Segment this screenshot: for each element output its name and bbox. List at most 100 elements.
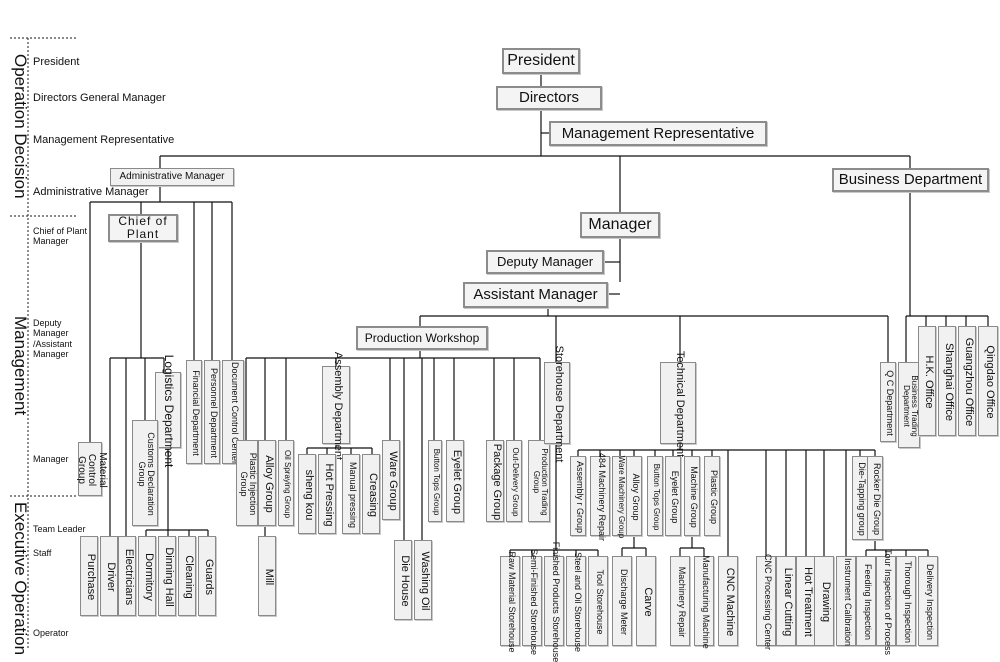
semi-finished-storehouse-label: Semi-Finished Storehouse (528, 548, 539, 656)
hot-pressing-label: Hot Pressing (322, 463, 335, 527)
rocker-die-group-label: Rocker Die Group (871, 462, 882, 536)
machine-group-label: Machine Group (688, 466, 699, 528)
sheng-kou-label: sheng kou (302, 469, 315, 521)
hk-office-box: H.K. Office (918, 326, 936, 436)
plastic-injection-group-label: Plastic Injection Group (239, 452, 259, 516)
drawing-box: Drawing (814, 556, 834, 646)
washing-oil-label: Washing Oil (418, 551, 431, 611)
ware-group-label: Ware Group (386, 451, 399, 511)
plastic-group-label: Plastic Group (708, 469, 719, 525)
customs-declaration-group-box: Customs Declaration Group (132, 420, 158, 526)
alloy-group-box: Alloy Group (258, 440, 276, 526)
steel-oil-storehouse-box: Steel and Oil Storehouse (566, 551, 586, 653)
level-president: President (33, 56, 80, 68)
material-control-group-label: Material Control Group (75, 452, 108, 488)
customs-declaration-group-label: Customs Declaration Group (137, 432, 157, 516)
mill-label: Mill (262, 568, 275, 586)
assembly-r-group-label: Assembly r Group (574, 460, 585, 534)
production-trading-group-label: Production Trading Group (532, 448, 550, 516)
dormitory-box: Dormitory (138, 536, 156, 616)
linear-cutting-box: Linear Cutting (776, 556, 796, 646)
driver-box: Driver (100, 536, 118, 616)
technical-department-label: Technical Department (673, 350, 686, 458)
production-workshop-box: Production Workshop (356, 326, 488, 350)
tool-storehouse-label: Tool Storehouse (594, 569, 605, 635)
cnc-machine-box: CNC Machine (718, 556, 738, 646)
financial-department-box: Financial Department (186, 360, 202, 464)
qc-department-label: Q C Department (884, 370, 895, 436)
level-admin-mgr: Administrative Manager (33, 186, 149, 198)
eyelet-group-box: Eyelet Group (446, 440, 464, 522)
financial-department-label: Financial Department (190, 370, 201, 456)
tech-alloy-group-box: Alloy Group (626, 456, 642, 536)
level-operator: Operator (33, 628, 69, 638)
cleaning-label: Cleaning (182, 555, 195, 599)
rocker-die-group-box: Rocker Die Group (867, 456, 883, 540)
level-team-leader: Team Leader (33, 524, 86, 534)
thorough-inspection-label: Thorough Inspection (902, 560, 913, 644)
finished-products-storehouse-label: Finished Products Storehouse (550, 541, 561, 662)
carve-box: Carve (636, 556, 656, 646)
level-staff: Staff (33, 548, 52, 558)
assembly-r-group-box: Assembly r Group (570, 456, 586, 536)
qingdao-office-label: Qingdao Office (983, 345, 996, 419)
oil-spraying-group-label: Oil Spraying Group (283, 449, 293, 519)
cleaning-box: Cleaning (178, 536, 196, 616)
dining-hall-box: Dinning Hall (158, 536, 176, 616)
level-directors-gm: Directors General Manager (33, 92, 166, 104)
hot-pressing-box: Hot Pressing (318, 454, 336, 534)
section-operation-decision: Operation Decision (11, 54, 30, 199)
qc-department-box: Q C Department (880, 362, 896, 442)
business-department-box: Business Department (832, 168, 989, 192)
delivery-inspection-label: Delivery Inspection (924, 563, 935, 641)
level-deputy-assistant: Deputy Manager /Assistant Manager (33, 318, 73, 360)
machinery-484-repair-label: 484 Machinery Repair (596, 452, 607, 542)
machinery-repair-box: Machinery Repair (670, 556, 690, 646)
eyelet-group-label: Eyelet Group (450, 449, 463, 515)
die-house-label: Die House (398, 555, 411, 607)
management-representative-box: Management Representative (549, 121, 767, 146)
guards-label: Guards (202, 558, 215, 596)
plastic-injection-group-box: Plastic Injection Group (236, 440, 258, 526)
storehouse-department-label: Storehouse Department (552, 345, 565, 463)
cnc-processing-center-label: CNC Processing Center (762, 553, 773, 651)
hk-office-label: H.K. Office (922, 355, 935, 409)
logistics-department-box: Logistics Department (155, 354, 181, 468)
storehouse-department-box: Storehouse Department (544, 345, 570, 463)
assembly-department-box: Assembly Department (322, 352, 350, 460)
instrument-calibration-box: Instrument Calibration (836, 556, 856, 646)
level-chief-plant-mgr: Chief of Plant Manager (33, 226, 88, 247)
logistics-department-label: Logistics Department (162, 354, 177, 468)
technical-department-box: Technical Department (660, 350, 696, 458)
oil-spraying-group-box: Oil Spraying Group (278, 440, 294, 526)
ware-group-box: Ware Group (382, 440, 400, 520)
die-house-box: Die House (394, 540, 412, 620)
washing-oil-box: Washing Oil (414, 540, 432, 620)
guangzhou-office-box: Guangzhou Office (958, 326, 976, 436)
production-trading-group-box: Production Trading Group (528, 440, 550, 522)
machinery-484-repair-box: 484 Machinery Repair (590, 452, 610, 542)
carve-label: Carve (641, 587, 654, 617)
manufacturing-machine-box: Manufacturing Machine (694, 555, 714, 649)
business-trading-department-box: Business Trading Department (898, 362, 920, 448)
drawing-label: Drawing (819, 581, 832, 623)
assistant-manager-box: Assistant Manager (463, 282, 608, 308)
tech-eyelet-group-box: Eyelet Group (665, 456, 681, 536)
feeding-inspection-box: Feeding Inspection (856, 556, 876, 646)
shanghai-office-box: Shanghai Office (938, 326, 956, 436)
hot-treatment-box: Hot Treatment (796, 556, 816, 646)
tour-inspection-label: Tour Inspection of Process (882, 548, 893, 656)
personnel-department-label: Personnel Department (208, 367, 219, 459)
electricians-label: Electricians (122, 548, 135, 606)
raw-material-storehouse-box: Raw Material Storehouse (500, 551, 520, 653)
level-mgmt-rep: Management Representative (33, 134, 175, 146)
document-control-center-box: Document Control Center (222, 360, 244, 464)
chief-of-plant-box: Chief of Plant (108, 214, 178, 242)
steel-oil-storehouse-label: Steel and Oil Storehouse (572, 551, 583, 653)
die-tapping-group-box: Die-Tapping group (852, 456, 868, 540)
tech-eyelet-group-label: Eyelet Group (669, 470, 680, 524)
manual-pressing-box: Manual pressing (342, 454, 360, 534)
manufacturing-machine-label: Manufacturing Machine (700, 555, 711, 649)
personnel-department-box: Personnel Department (204, 360, 220, 464)
